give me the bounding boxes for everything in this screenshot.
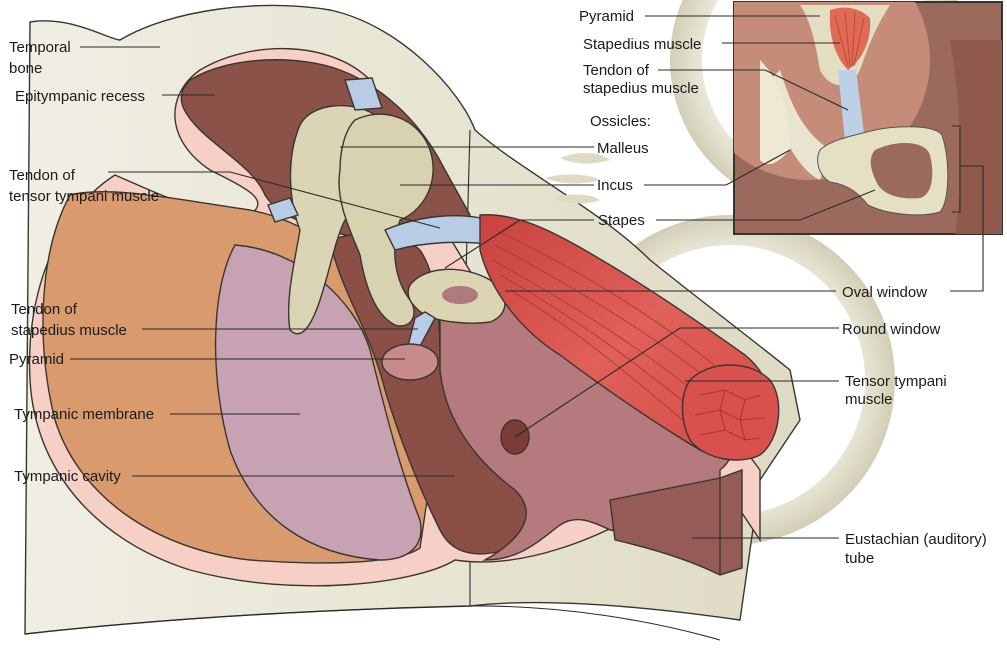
tendon-upper-ligament bbox=[344, 77, 383, 111]
label-inset-pyramid: Pyramid bbox=[579, 8, 634, 25]
inset-tendon bbox=[838, 70, 866, 152]
label-malleus: Malleus bbox=[597, 140, 649, 157]
tendon-left-ligament bbox=[267, 197, 299, 223]
external-canal-marks bbox=[545, 152, 610, 204]
label-inset-stapedius-muscle: Stapedius muscle bbox=[583, 36, 701, 53]
label-round-window: Round window bbox=[842, 321, 941, 338]
label-tensor-tympani-1: Tensor tympani bbox=[845, 373, 947, 390]
label-pyramid: Pyramid bbox=[9, 351, 64, 368]
ossicles bbox=[287, 104, 506, 335]
label-tympanic-cavity: Tympanic cavity bbox=[14, 468, 121, 485]
label-temporal-bone-2: bone bbox=[9, 60, 42, 77]
inset-stapedius-muscle bbox=[829, 7, 871, 70]
tympanic-membrane bbox=[214, 244, 422, 561]
muscle-fibers bbox=[491, 229, 721, 431]
leader-lines bbox=[70, 15, 984, 539]
label-tendon-stapedius-1: Tendon of bbox=[11, 301, 78, 318]
label-epitympanic-recess: Epitympanic recess bbox=[15, 88, 145, 105]
tensor-tympani-cross-section bbox=[681, 364, 780, 461]
label-tendon-stapedius-2: stapedius muscle bbox=[11, 322, 127, 339]
eustachian-tube bbox=[609, 469, 743, 576]
label-eustachian-1: Eustachian (auditory) bbox=[845, 531, 987, 548]
tendon-stapedius bbox=[407, 311, 436, 351]
label-tendon-tensor-2: tensor tympani muscle bbox=[9, 188, 159, 205]
label-tensor-tympani-2: muscle bbox=[845, 391, 893, 408]
label-temporal-bone-1: Temporal bbox=[9, 39, 71, 56]
label-stapes: Stapes bbox=[598, 212, 645, 229]
label-inset-tendon-1: Tendon of bbox=[583, 62, 650, 79]
label-eustachian-2: tube bbox=[845, 550, 874, 567]
label-tympanic-membrane: Tympanic membrane bbox=[14, 406, 154, 423]
incus bbox=[338, 113, 434, 327]
inset-stapes-detail bbox=[733, 1, 1003, 235]
label-incus: Incus bbox=[597, 177, 633, 194]
pyramid bbox=[381, 343, 439, 381]
labels: Temporal bone Epitympanic recess Tendon … bbox=[9, 8, 987, 567]
label-tendon-tensor-1: Tendon of bbox=[9, 167, 76, 184]
label-oval-window: Oval window bbox=[842, 284, 927, 301]
label-inset-tendon-2: stapedius muscle bbox=[583, 80, 699, 97]
label-ossicles: Ossicles: bbox=[590, 113, 651, 130]
